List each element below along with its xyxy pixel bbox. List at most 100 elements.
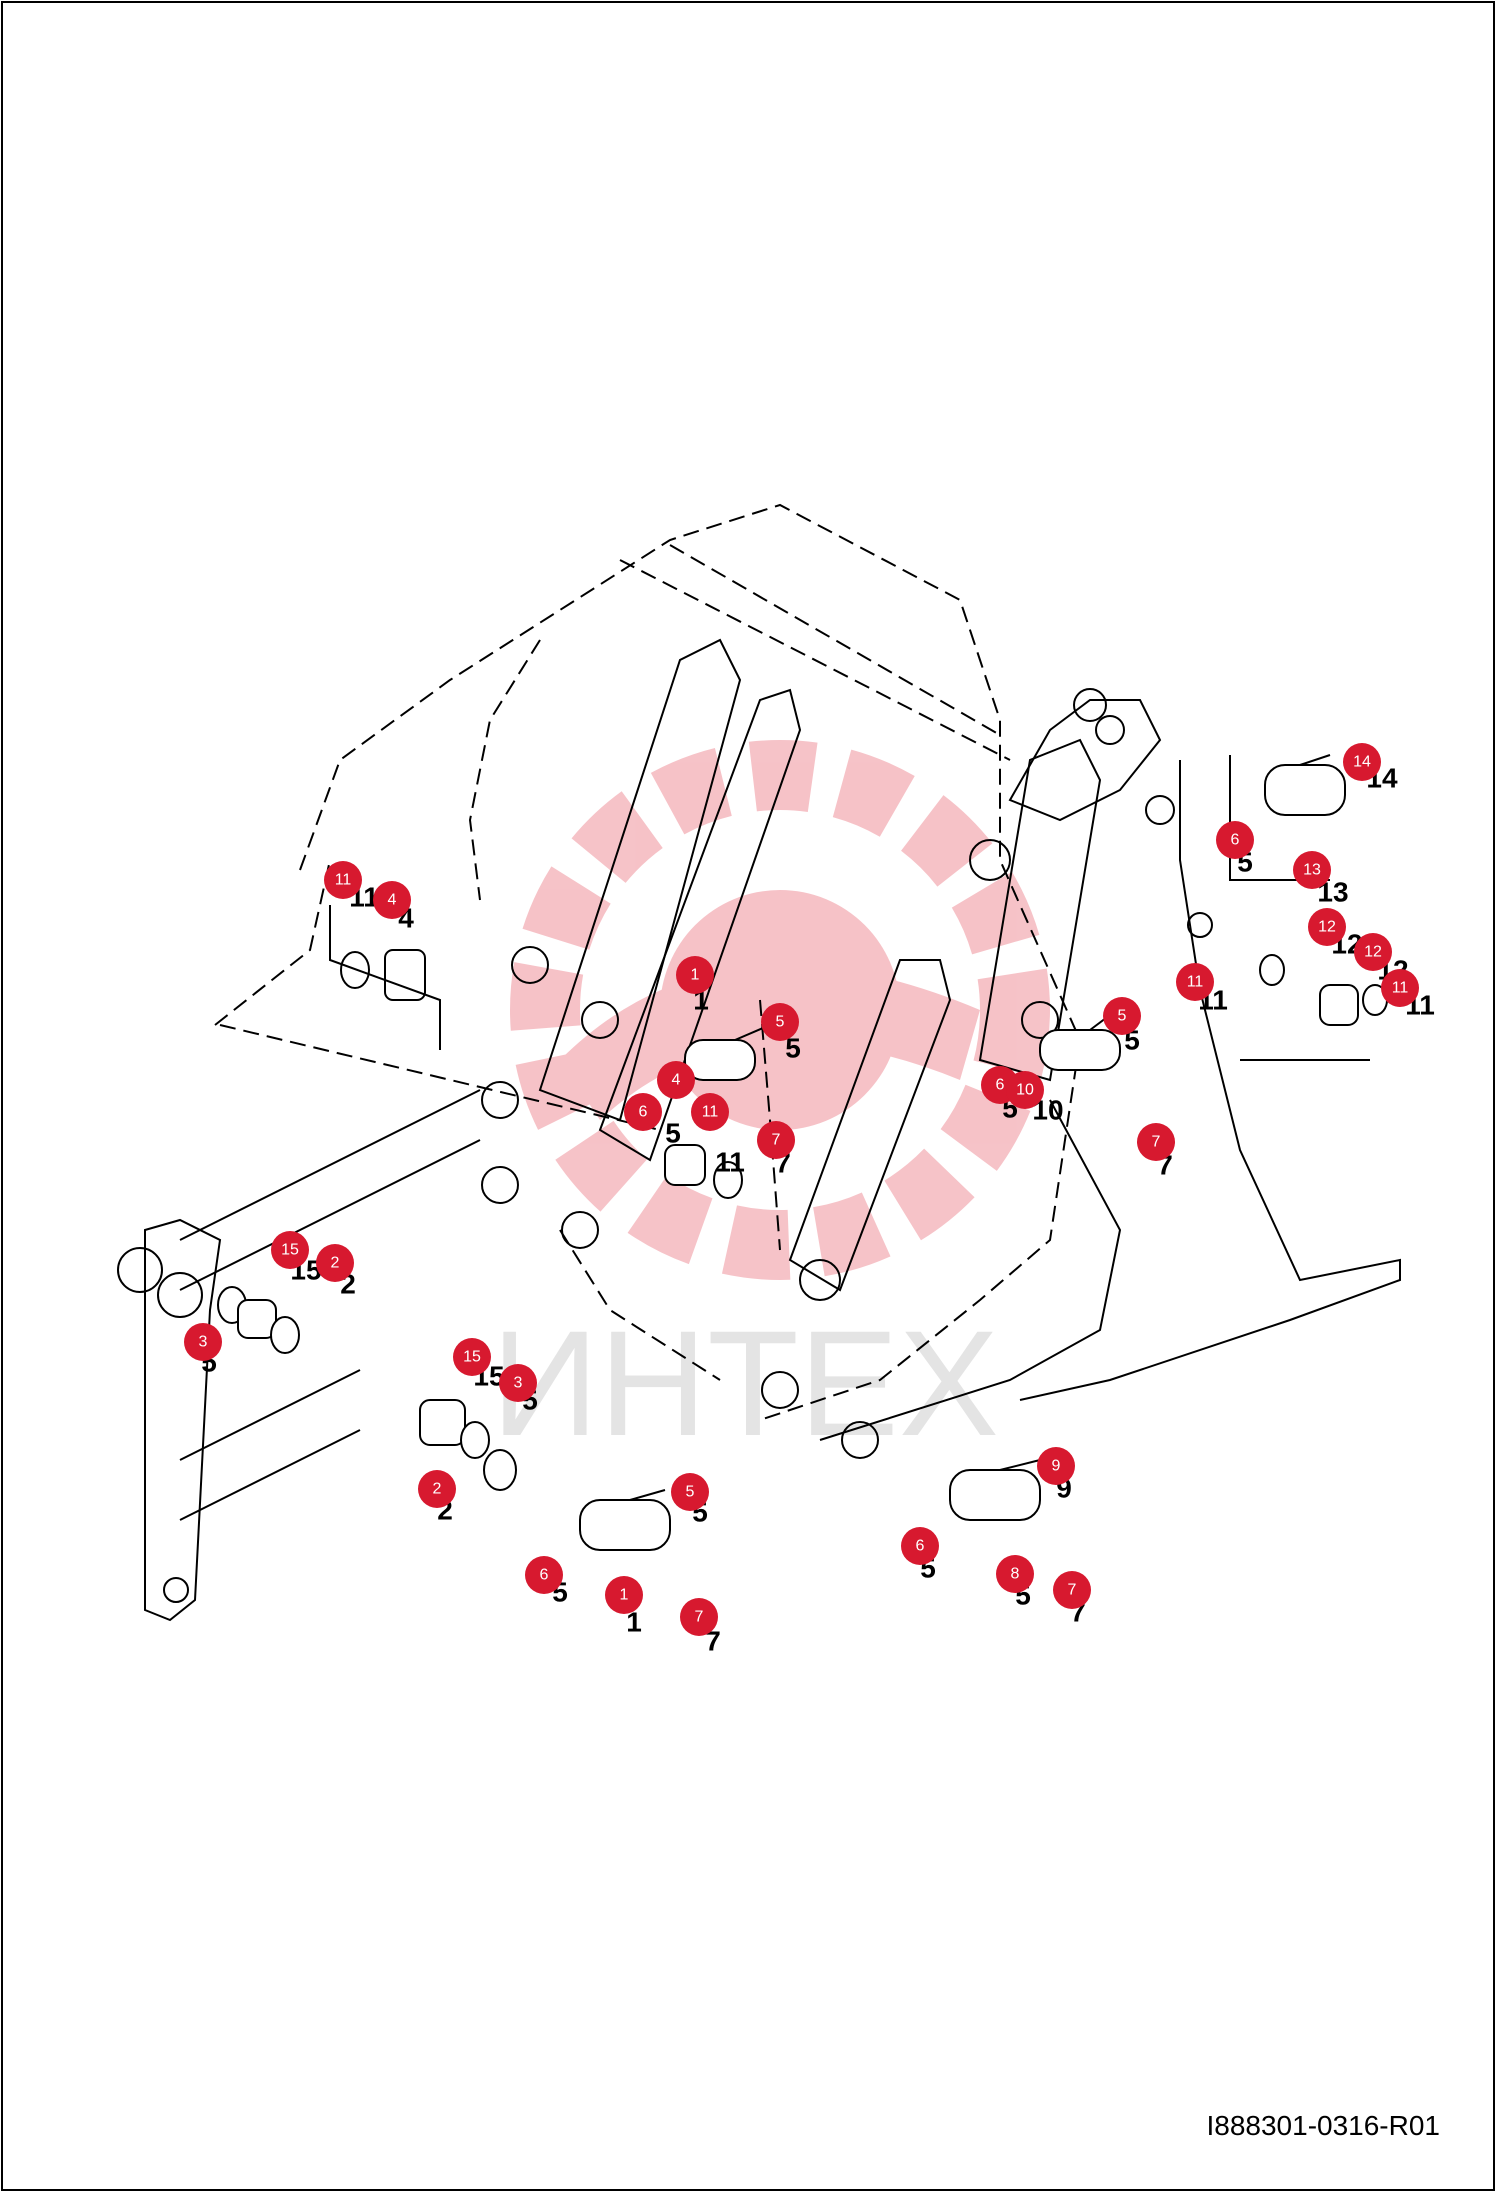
callout-circle: [1103, 997, 1141, 1035]
callout-circle: [1381, 969, 1419, 1007]
callout-label: 2: [331, 1255, 340, 1272]
callout-circle: [676, 956, 714, 994]
callout-label: 7: [695, 1609, 704, 1626]
callout-circle: [1037, 1447, 1075, 1485]
callout-7: 7: [680, 1598, 718, 1636]
callout-2: 2: [316, 1244, 354, 1282]
callout-label: 15: [463, 1349, 481, 1366]
callout-circle: [657, 1061, 695, 1099]
callout-label: 2: [433, 1481, 442, 1498]
callout-11: 11: [1381, 969, 1419, 1007]
callout-3: 3: [184, 1323, 222, 1361]
callout-circle: [271, 1231, 309, 1269]
callout-circle: [1343, 743, 1381, 781]
callout-label: 6: [1231, 832, 1240, 849]
callout-7: 7: [1053, 1571, 1091, 1609]
callout-15: 15: [453, 1338, 491, 1376]
callout-12: 12: [1354, 933, 1392, 971]
callout-label: 6: [540, 1567, 549, 1584]
callout-circle: [1293, 851, 1331, 889]
callout-circle: [761, 1003, 799, 1041]
callout-label: 14: [1353, 754, 1371, 771]
callout-label: 7: [772, 1132, 781, 1149]
callout-label: 7: [1068, 1582, 1077, 1599]
callout-11: 11: [1176, 963, 1214, 1001]
callout-circle: [671, 1473, 709, 1511]
callout-circle: [499, 1364, 537, 1402]
callout-circle: [605, 1576, 643, 1614]
callout-6: 6: [901, 1527, 939, 1565]
callout-label: 12: [1318, 919, 1336, 936]
callout-label: 9: [1052, 1458, 1061, 1475]
callout-label: 3: [514, 1375, 523, 1392]
callout-circle: [1176, 963, 1214, 1001]
reference-number: 11: [715, 1147, 745, 1178]
callout-circle: [373, 881, 411, 919]
callout-label: 11: [1187, 974, 1204, 991]
callout-1: 1: [605, 1576, 643, 1614]
callout-11: 11: [324, 861, 362, 899]
callout-label: 6: [996, 1077, 1005, 1094]
callout-6: 6: [1216, 821, 1254, 859]
callout-label: 15: [281, 1242, 299, 1259]
callout-circle: [1137, 1123, 1175, 1161]
callout-label: 6: [639, 1104, 648, 1121]
callout-circle: [1216, 821, 1254, 859]
callout-label: 5: [1118, 1008, 1127, 1025]
watermark-text: ИНТЕХ: [491, 1299, 999, 1467]
callout-label: 1: [620, 1587, 629, 1604]
callout-4: 4: [373, 881, 411, 919]
callout-6: 6: [525, 1556, 563, 1594]
drawing-number: I888301-0316-R01: [1206, 2110, 1440, 2141]
callout-circle: [316, 1244, 354, 1282]
callout-6: 6: [624, 1093, 662, 1131]
boom-assembly: [117, 638, 1401, 1622]
reference-number: 7: [705, 1626, 721, 1657]
callout-circle: [624, 1093, 662, 1131]
callout-circle: [184, 1323, 222, 1361]
callout-7: 7: [1137, 1123, 1175, 1161]
callout-circle: [1354, 933, 1392, 971]
callout-label: 1: [691, 967, 700, 984]
callout-label: 4: [672, 1072, 681, 1089]
callout-label: 8: [1011, 1566, 1020, 1583]
callout-label: 11: [1392, 980, 1409, 997]
parts: [217, 754, 1388, 1551]
callout-13: 13: [1293, 851, 1331, 889]
callout-10: 10: [1006, 1071, 1044, 1109]
callout-circle: [757, 1121, 795, 1159]
callout-2: 2: [418, 1470, 456, 1508]
callout-circle: [1308, 908, 1346, 946]
callout-circle: [996, 1555, 1034, 1593]
callout-label: 13: [1303, 862, 1321, 879]
callout-5: 5: [761, 1003, 799, 1041]
callout-5: 5: [671, 1473, 709, 1511]
callout-9: 9: [1037, 1447, 1075, 1485]
callout-label: 5: [686, 1484, 695, 1501]
callout-label: 11: [335, 872, 352, 889]
callout-5: 5: [1103, 997, 1141, 1035]
callout-circle: [324, 861, 362, 899]
callout-circle: [525, 1556, 563, 1594]
callout-14: 14: [1343, 743, 1381, 781]
reference-number: 5: [665, 1118, 681, 1149]
callout-12: 12: [1308, 908, 1346, 946]
callout-circle: [1006, 1071, 1044, 1109]
callout-label: 10: [1016, 1082, 1034, 1099]
callout-label: 7: [1152, 1134, 1161, 1151]
reference-number: 1: [626, 1607, 642, 1638]
callout-circle: [691, 1093, 729, 1131]
callout-3: 3: [499, 1364, 537, 1402]
callout-circle: [1053, 1571, 1091, 1609]
callout-7: 7: [757, 1121, 795, 1159]
bucket-outline: [214, 503, 1082, 1421]
callout-15: 15: [271, 1231, 309, 1269]
callout-label: 3: [199, 1334, 208, 1351]
callout-circle: [418, 1470, 456, 1508]
callout-label: 5: [776, 1014, 785, 1031]
callout-1: 1: [676, 956, 714, 994]
callout-circle: [901, 1527, 939, 1565]
